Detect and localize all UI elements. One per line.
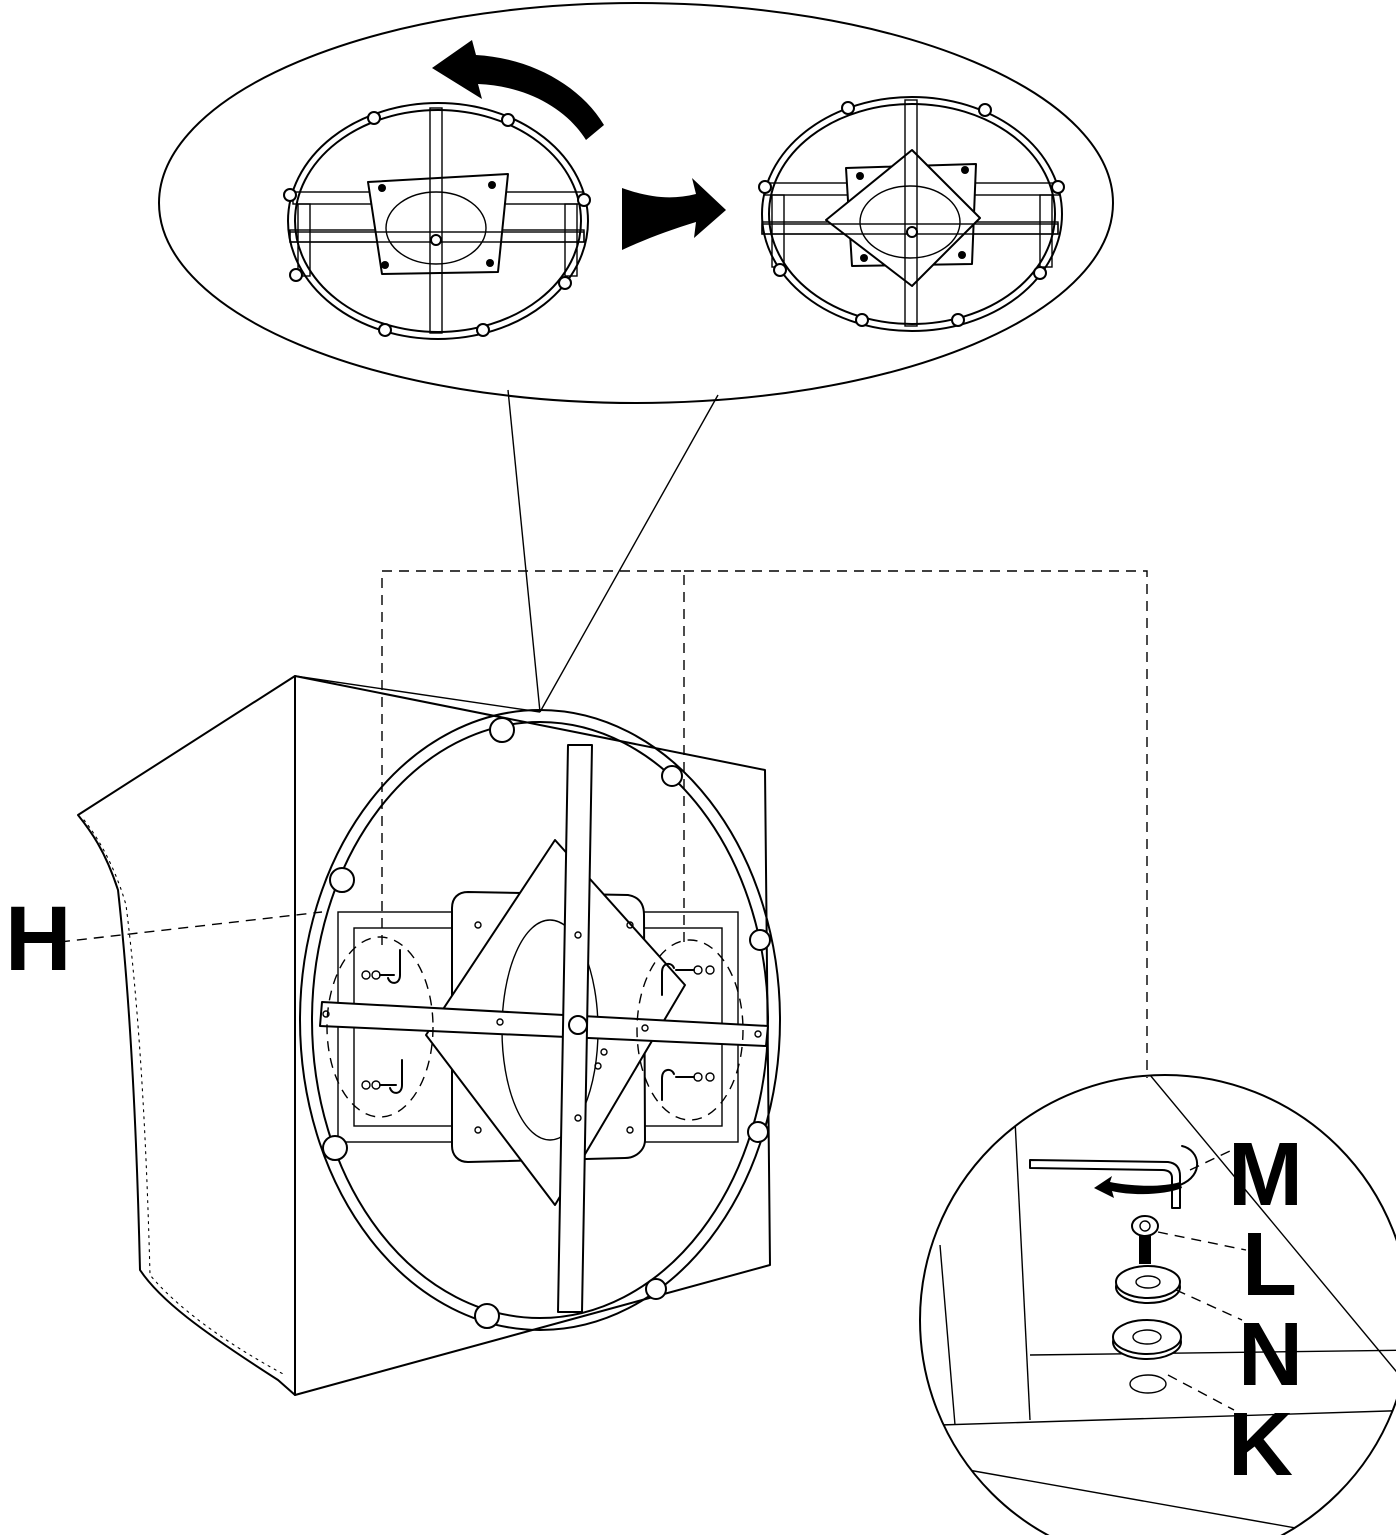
hex-key-icon	[1029, 1159, 1181, 1209]
label-n: N	[1238, 1305, 1303, 1405]
hook-icon	[361, 949, 401, 984]
spring-washer-icon	[1115, 1265, 1181, 1304]
speaker-cabinet	[59, 675, 781, 1396]
turn-arrow-icon	[1094, 1176, 1182, 1198]
rotate-arrow-icon	[432, 40, 604, 140]
right-arrow-icon	[622, 178, 726, 250]
ring-after-rotation	[758, 96, 1065, 332]
mount-hole	[1129, 1374, 1167, 1394]
screw-icon	[1131, 1215, 1159, 1264]
ring-before-rotation	[283, 102, 591, 340]
label-k: K	[1228, 1395, 1293, 1495]
guide-lines	[381, 570, 1148, 1078]
hook-icon	[361, 1059, 403, 1094]
flat-washer-icon	[1112, 1319, 1182, 1360]
hardware-detail	[919, 1074, 1396, 1535]
hook-icon	[661, 962, 715, 996]
label-m: M	[1228, 1125, 1303, 1225]
hook-icon	[661, 1068, 715, 1101]
label-l: L	[1242, 1215, 1297, 1315]
label-h: H	[5, 888, 71, 990]
zoom-bubble	[158, 2, 1114, 713]
